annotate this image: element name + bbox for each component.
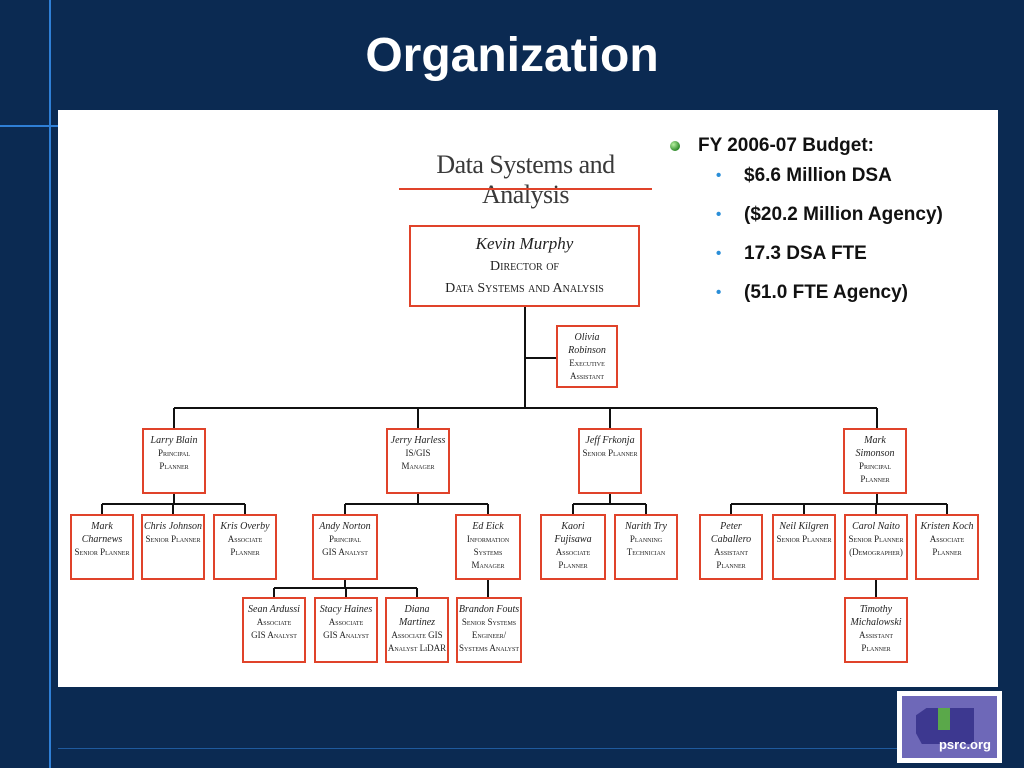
manager-title: Principal Planner — [157, 448, 191, 471]
staff-name: Timothy Michalowski — [850, 604, 902, 628]
staff-name: Mark Charnews — [81, 521, 123, 545]
budget-item: • 17.3 DSA FTE — [670, 243, 990, 282]
staff-title: Senior Systems Engineer/ Systems Analyst — [459, 617, 519, 653]
staff-title: Senior Planner — [145, 534, 201, 544]
budget-item: • (51.0 FTE Agency) — [670, 282, 990, 321]
staff-box-try: Narith Try Planning Technician — [614, 514, 678, 580]
staff-name: Brandon Fouts — [458, 604, 520, 615]
accent-horizontal-line — [0, 125, 58, 127]
assistant-title: Executive Assistant — [569, 358, 605, 381]
staff-name: Chris Johnson — [143, 521, 203, 532]
staff-box-fouts: Brandon Fouts Senior Systems Engineer/ S… — [456, 597, 522, 663]
manager-box-frkonja: Jeff Frkonja Senior Planner — [578, 428, 642, 494]
budget-item: • ($20.2 Million Agency) — [670, 204, 990, 243]
manager-name: Jerry Harless — [390, 435, 446, 446]
staff-name: Sean Ardussi — [248, 604, 300, 615]
staff-box-charnews: Mark Charnews Senior Planner — [70, 514, 134, 580]
assistant-name: Olivia Robinson — [568, 332, 606, 356]
staff-box-haines: Stacy Haines Associate GIS Analyst — [314, 597, 378, 663]
manager-name: Jeff Frkonja — [585, 435, 635, 446]
staff-title: Associate Planner — [227, 534, 263, 557]
staff-box-koch: Kristen Koch Associate Planner — [915, 514, 979, 580]
staff-title: Senior Planner (Demographer) — [848, 534, 904, 557]
staff-name: Carol Naito — [852, 521, 900, 532]
staff-title: Associate GIS Analyst — [251, 617, 297, 640]
manager-box-blain: Larry Blain Principal Planner — [142, 428, 206, 494]
manager-title: Senior Planner — [582, 448, 638, 458]
director-title: Director of Data Systems and Analysis — [445, 259, 604, 296]
staff-title: Associate Planner — [555, 547, 591, 570]
director-box: Kevin Murphy Director of Data Systems an… — [409, 225, 640, 307]
staff-title: Associate GIS Analyst LiDAR — [387, 630, 447, 653]
staff-name: Andy Norton — [319, 521, 371, 532]
staff-name: Neil Kilgren — [779, 521, 829, 532]
staff-title: Associate GIS Analyst — [323, 617, 369, 640]
staff-box-kilgren: Neil Kilgren Senior Planner — [772, 514, 836, 580]
staff-title: Assistant Planner — [858, 630, 894, 653]
staff-title: Senior Planner — [776, 534, 832, 544]
staff-title: Senior Planner — [74, 547, 130, 557]
staff-title: Associate Planner — [929, 534, 965, 557]
manager-box-simonson: Mark Simonson Principal Planner — [843, 428, 907, 494]
accent-bottom-line — [58, 748, 898, 749]
staff-name: Stacy Haines — [319, 604, 373, 615]
budget-heading: FY 2006-07 Budget: — [698, 135, 874, 156]
green-bullet-icon — [670, 141, 680, 151]
bullet-dot-icon: • — [716, 245, 722, 262]
org-title-underline — [399, 188, 652, 190]
bullet-dot-icon: • — [716, 206, 722, 223]
staff-box-naito: Carol Naito Senior Planner (Demographer) — [844, 514, 908, 580]
staff-box-eick: Ed Eick Information Systems Manager — [455, 514, 521, 580]
staff-box-fujisawa: Kaori Fujisawa Associate Planner — [540, 514, 606, 580]
connector-lines — [101, 307, 948, 597]
bullet-dot-icon: • — [716, 284, 722, 301]
budget-item: • $6.6 Million DSA — [670, 165, 990, 204]
manager-name: Larry Blain — [150, 435, 198, 446]
staff-box-caballero: Peter Caballero Assistant Planner — [699, 514, 763, 580]
staff-title: Principal GIS Analyst — [322, 534, 368, 557]
staff-title: Assistant Planner — [713, 547, 749, 570]
staff-title: Information Systems Manager — [466, 534, 510, 570]
staff-box-overby: Kris Overby Associate Planner — [213, 514, 277, 580]
org-chart-title: Data Systems and Analysis — [436, 150, 615, 209]
manager-name: Mark Simonson — [855, 435, 895, 459]
budget-item-text: $6.6 Million DSA — [744, 165, 892, 186]
budget-item-text: 17.3 DSA FTE — [744, 243, 867, 264]
staff-box-johnson: Chris Johnson Senior Planner — [141, 514, 205, 580]
budget-list: FY 2006-07 Budget: • $6.6 Million DSA • ($… — [670, 135, 990, 321]
budget-item-text: ($20.2 Million Agency) — [744, 204, 943, 225]
org-chart-panel: Data Systems and Analysis Kevin Murphy D… — [58, 110, 998, 687]
logo-text: psrc.org — [938, 737, 991, 752]
logo-background: psrc.org — [902, 696, 997, 758]
staff-name: Kris Overby — [220, 521, 270, 532]
assistant-box: Olivia Robinson Executive Assistant — [556, 325, 618, 388]
bullet-dot-icon: • — [716, 167, 722, 184]
manager-box-harless: Jerry Harless IS/GIS Manager — [386, 428, 450, 494]
staff-name: Peter Caballero — [710, 521, 752, 545]
staff-name: Kaori Fujisawa — [554, 521, 592, 545]
psrc-logo: psrc.org — [897, 691, 1002, 763]
staff-box-martinez: Diana Martinez Associate GIS Analyst LiD… — [385, 597, 449, 663]
staff-name: Kristen Koch — [920, 521, 974, 532]
manager-title: IS/GIS Manager — [401, 448, 435, 471]
staff-name: Ed Eick — [472, 521, 504, 532]
manager-title: Principal Planner — [858, 461, 892, 484]
staff-name: Narith Try — [625, 521, 667, 532]
region-highlight-icon — [938, 708, 950, 730]
staff-box-michalowski: Timothy Michalowski Assistant Planner — [844, 597, 908, 663]
staff-box-norton: Andy Norton Principal GIS Analyst — [312, 514, 378, 580]
staff-box-ardussi: Sean Ardussi Associate GIS Analyst — [242, 597, 306, 663]
staff-name: Diana Martinez — [398, 604, 436, 628]
budget-item-text: (51.0 FTE Agency) — [744, 282, 909, 303]
accent-vertical-line — [49, 0, 51, 768]
budget-heading-row: FY 2006-07 Budget: — [670, 135, 990, 165]
director-name: Kevin Murphy — [475, 234, 574, 253]
slide-title: Organization — [365, 29, 659, 82]
staff-title: Planning Technician — [626, 534, 666, 557]
